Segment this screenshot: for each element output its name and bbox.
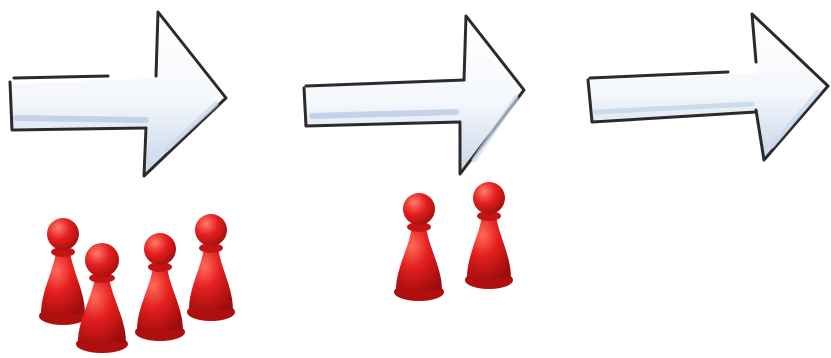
pawn-icon: [187, 214, 235, 321]
arrow-3-icon: [588, 14, 828, 160]
pawn-icon: [39, 218, 87, 325]
arrow-2-icon: [304, 16, 524, 174]
pawn-icon: [135, 233, 185, 341]
pawn-icon: [76, 243, 128, 353]
pawn-group-1: [39, 214, 235, 353]
arrow-1-icon: [10, 12, 226, 176]
pawn-group-2: [394, 182, 513, 301]
pawn-icon: [465, 182, 513, 289]
pawn-icon: [394, 193, 444, 301]
